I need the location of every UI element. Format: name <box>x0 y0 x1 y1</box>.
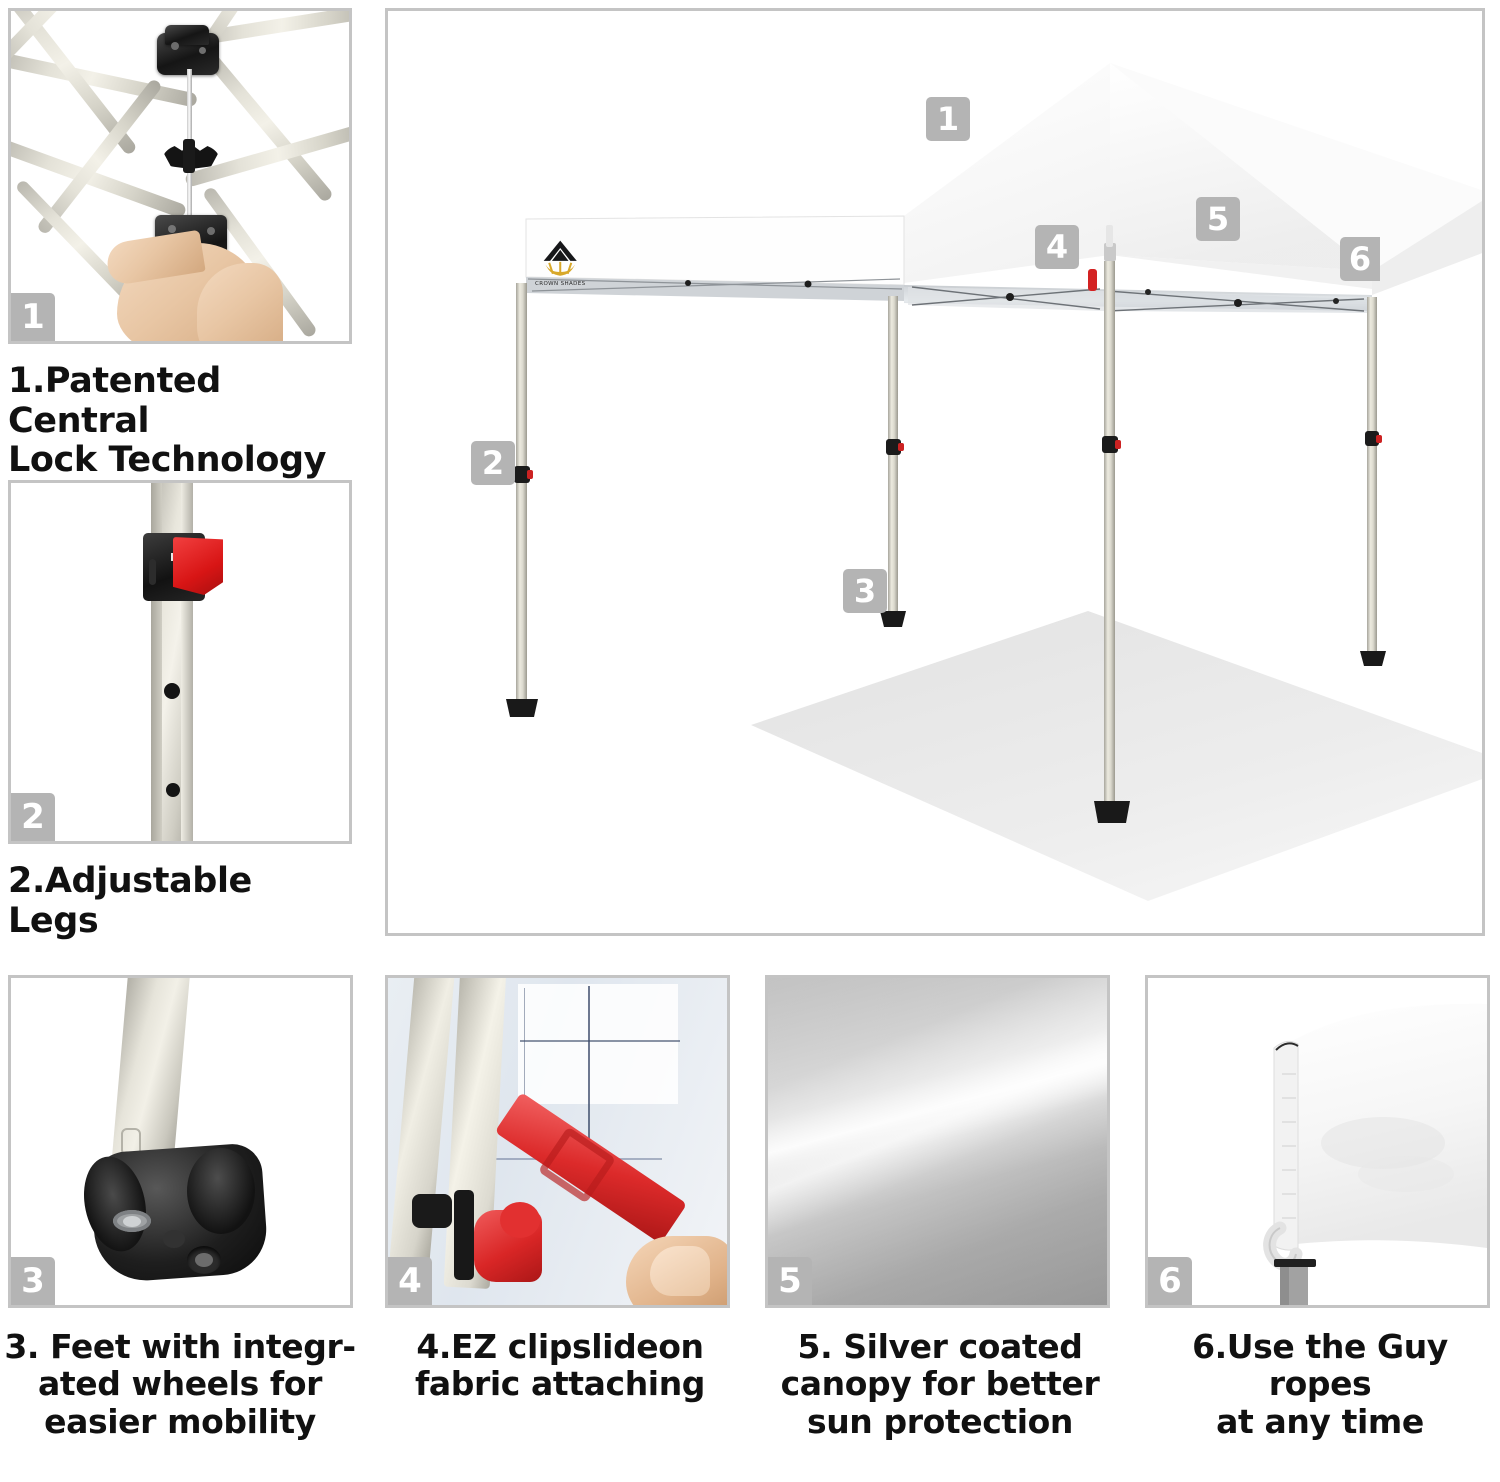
feature-caption-3: 3. Feet with integr- ated wheels for eas… <box>4 1327 356 1441</box>
canopy-illustration: CROWN SHADES <box>388 11 1482 933</box>
ground-shadow <box>751 611 1482 901</box>
feature-panel-4: 4 <box>385 975 730 1308</box>
silver-fabric-illustration <box>768 978 1107 1305</box>
feature-badge-3: 3 <box>11 1257 55 1305</box>
leg-center-rear <box>1094 261 1130 823</box>
canopy-right-valance <box>1372 201 1482 295</box>
canopy-top-right-far <box>1110 63 1482 271</box>
svg-text:CROWN SHADES: CROWN SHADES <box>535 281 586 287</box>
canopy-peak-hub <box>1104 243 1116 261</box>
callout-badge-3: 3 <box>843 569 887 613</box>
leg-adjust-hole <box>166 783 180 797</box>
red-release-lever <box>173 537 223 595</box>
guy-rope-corner-illustration <box>1148 978 1487 1305</box>
feature-badge-6: 6 <box>1148 1257 1192 1305</box>
leg-adjust-hole <box>164 683 180 699</box>
callout-badge-1: 1 <box>926 97 970 141</box>
feature-panel-1: 1 <box>8 8 352 344</box>
underside-frame-bays <box>527 278 1372 313</box>
leg-back-right <box>880 296 906 627</box>
feature-caption-2: 2.Adjustable Legs <box>8 861 252 941</box>
feature-caption-5: 5. Silver coated canopy for better sun p… <box>780 1327 1100 1441</box>
feature-panel-5: 5 <box>765 975 1110 1308</box>
feature-badge-1: 1 <box>11 293 55 341</box>
feature-panel-6: 6 <box>1145 975 1490 1308</box>
callout-badge-6: 6 <box>1340 237 1380 281</box>
central-lock-illustration <box>11 11 349 341</box>
feature-caption-4: 4.EZ clipslideon fabric attaching <box>414 1327 706 1404</box>
wheeled-foot-illustration <box>11 978 350 1305</box>
feature-badge-5: 5 <box>768 1257 812 1305</box>
feature-caption-1: 1.Patented Central Lock Technology <box>8 361 327 481</box>
feature-badge-4: 4 <box>388 1257 432 1305</box>
main-product-panel: CROWN SHADES 1 5 6 4 2 3 <box>385 8 1485 936</box>
feature-panel-2: 2 <box>8 480 352 844</box>
ez-clip-illustration <box>388 978 727 1305</box>
callout-badge-4: 4 <box>1035 225 1079 269</box>
adjustable-leg-illustration <box>11 483 349 841</box>
canopy-top-left <box>904 63 1110 283</box>
feature-panel-3: 3 <box>8 975 353 1308</box>
callout-badge-2: 2 <box>471 441 515 485</box>
leg-far-right <box>1360 297 1386 666</box>
feature-badge-2: 2 <box>11 793 55 841</box>
callout-badge-5: 5 <box>1196 197 1240 241</box>
ez-clip <box>1088 269 1097 291</box>
feature-caption-6: 6.Use the Guy ropes at any time <box>1192 1327 1448 1441</box>
wheel <box>187 1148 255 1234</box>
brand-logo: CROWN SHADES <box>535 240 586 287</box>
leg-front-left <box>506 283 538 717</box>
